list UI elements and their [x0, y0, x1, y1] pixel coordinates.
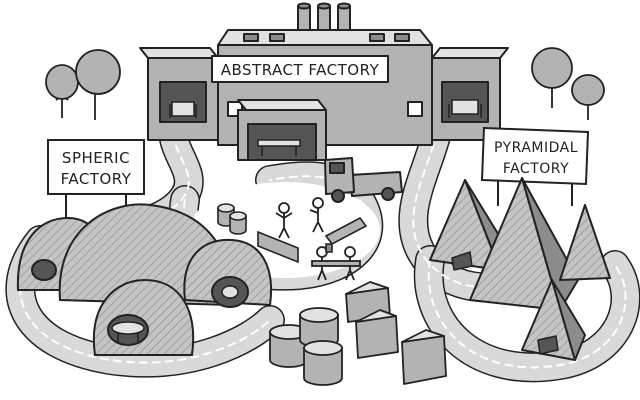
trees-left [45, 49, 121, 120]
spheric-label-line2: FACTORY [61, 170, 132, 188]
abstract-factory-label: ABSTRACT FACTORY [221, 61, 380, 79]
trees-right [531, 47, 605, 120]
wheel-icon [331, 189, 345, 203]
worker [344, 246, 356, 258]
table-icon [257, 139, 301, 156]
ring-icon [221, 285, 239, 299]
tree-icon [571, 74, 605, 106]
abstract-factory-building [139, 2, 509, 161]
triangular-stacks [345, 281, 447, 385]
worker [312, 197, 324, 209]
spheric-label-line1: SPHERIC [62, 149, 130, 167]
barrels [217, 203, 247, 235]
pyramidal-factory-pyramids [429, 177, 611, 361]
pyramidal-label-line2: FACTORY [503, 161, 569, 177]
chimney [337, 5, 351, 33]
worker [278, 202, 290, 214]
pyramid-chair-icon [537, 335, 559, 355]
barrel-icon [229, 215, 247, 235]
tree-icon [75, 49, 121, 95]
pyramidal-label-line1: PYRAMIDAL [494, 140, 578, 156]
carried-plank [311, 260, 361, 267]
armchair-icon [169, 101, 197, 118]
tree-icon [531, 47, 573, 89]
wheel-icon [381, 187, 395, 201]
abstract-factory-sign [211, 55, 389, 83]
pyramidal-factory-sign [480, 126, 590, 206]
sofa-icon [448, 99, 482, 118]
chimney [297, 5, 311, 33]
pyramid-chair-icon [451, 251, 473, 271]
dome [183, 238, 272, 307]
pyramid [559, 204, 611, 281]
yard-workers [275, 197, 361, 281]
round-stool-stacks [269, 307, 343, 386]
lumber-stacks [257, 216, 368, 264]
spheric-factory-sign [47, 139, 145, 218]
round-table-icon [111, 321, 145, 342]
delivery-truck [324, 157, 403, 203]
tree-icon [45, 64, 79, 100]
chimney [317, 5, 331, 33]
spheric-factory-domes [16, 203, 272, 356]
